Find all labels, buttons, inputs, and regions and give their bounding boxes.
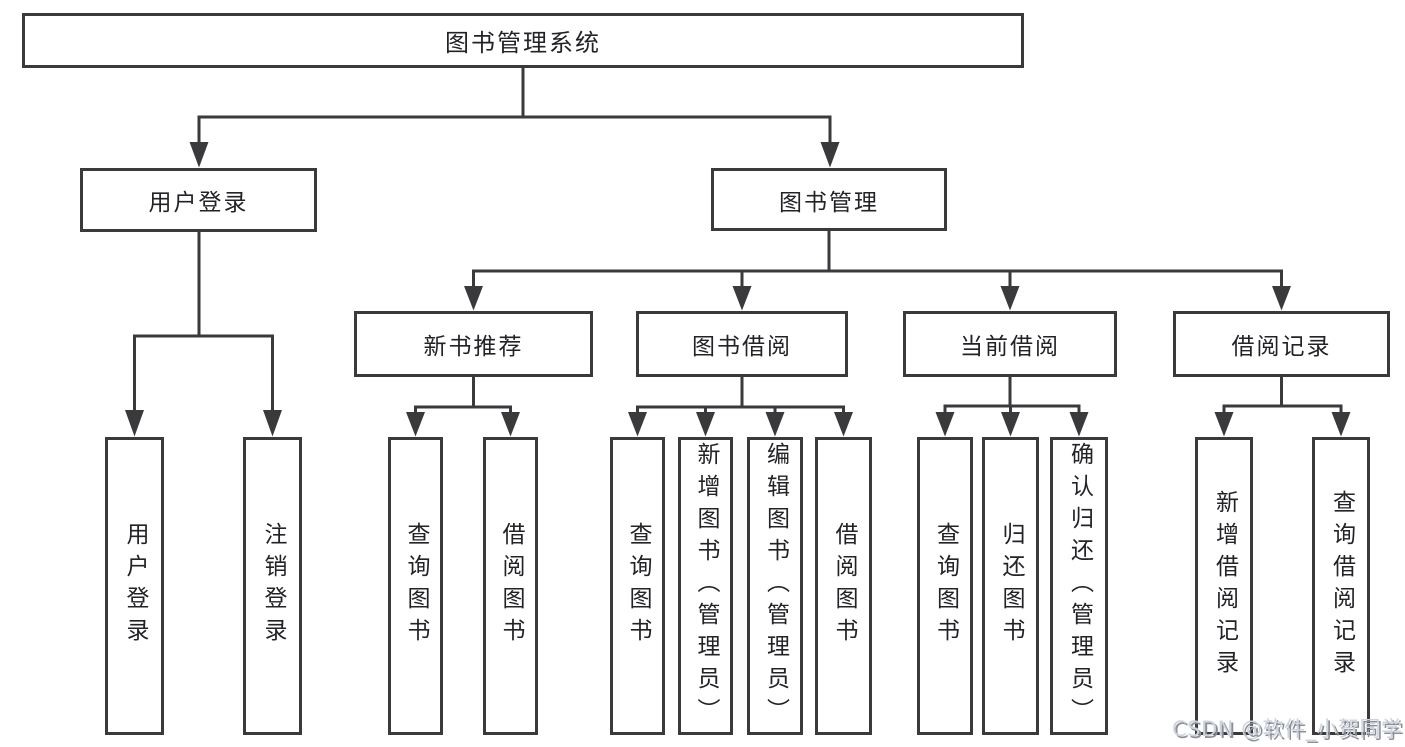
leaf-query-borrow-record-label: 查询借阅记录 [1328,490,1355,682]
connector-book-borrow-children [628,377,853,437]
connector-book-management-children [464,231,1291,311]
leaf-query-books-current: 查询图书 [917,437,973,735]
leaf-query-borrow-record: 查询借阅记录 [1312,437,1370,735]
leaf-borrow-books-recommend: 借阅图书 [483,437,538,735]
connector-user-login-children [125,232,282,437]
leaf-borrow-books-borrow: 借阅图书 [815,437,872,735]
connector-current-borrow-children [935,377,1089,437]
leaf-add-book-admin-label: 新增图书（管理员） [693,442,719,730]
leaf-add-book-admin: 新增图书（管理员） [678,437,733,735]
leaf-query-books-recommend: 查询图书 [388,437,443,735]
leaf-user-login-label: 用户登录 [122,522,148,650]
leaf-query-books-borrow: 查询图书 [610,437,665,735]
csdn-watermark: CSDN @软件_小贺同学 [1172,717,1403,741]
leaf-borrow-books-recommend-label: 借阅图书 [498,522,524,650]
leaf-add-borrow-record: 新增借阅记录 [1195,437,1253,735]
leaf-edit-book-admin-label: 编辑图书（管理员） [762,442,789,730]
node-new-book-recommend: 新书推荐 [354,311,593,377]
leaf-confirm-return-admin-label: 确认归还（管理员） [1066,442,1093,730]
leaf-user-login: 用户登录 [105,437,164,735]
node-library-management-system: 图书管理系统 [22,13,1024,68]
leaf-logout-label: 注销登录 [260,522,286,650]
leaf-logout: 注销登录 [243,437,302,735]
node-current-borrow: 当前借阅 [903,311,1117,377]
node-user-login: 用户登录 [80,168,317,232]
node-borrow-records: 借阅记录 [1173,311,1390,377]
leaf-return-books: 归还图书 [982,437,1039,735]
node-book-borrow: 图书借阅 [636,311,848,377]
leaf-borrow-books-borrow-label: 借阅图书 [831,522,857,650]
node-book-management: 图书管理 [711,168,947,231]
connector-borrow-records-children [1214,377,1351,437]
leaf-return-books-label: 归还图书 [998,522,1024,650]
leaf-add-borrow-record-label: 新增借阅记录 [1211,490,1238,682]
leaf-query-books-recommend-label: 查询图书 [403,522,429,650]
leaf-query-books-current-label: 查询图书 [932,522,959,650]
connector-new-book-recommend-children [406,377,520,437]
leaf-confirm-return-admin: 确认归还（管理员） [1050,437,1108,735]
connector-root-to-level2 [189,68,840,168]
leaf-edit-book-admin: 编辑图书（管理员） [747,437,803,735]
leaf-query-books-borrow-label: 查询图书 [625,522,651,650]
